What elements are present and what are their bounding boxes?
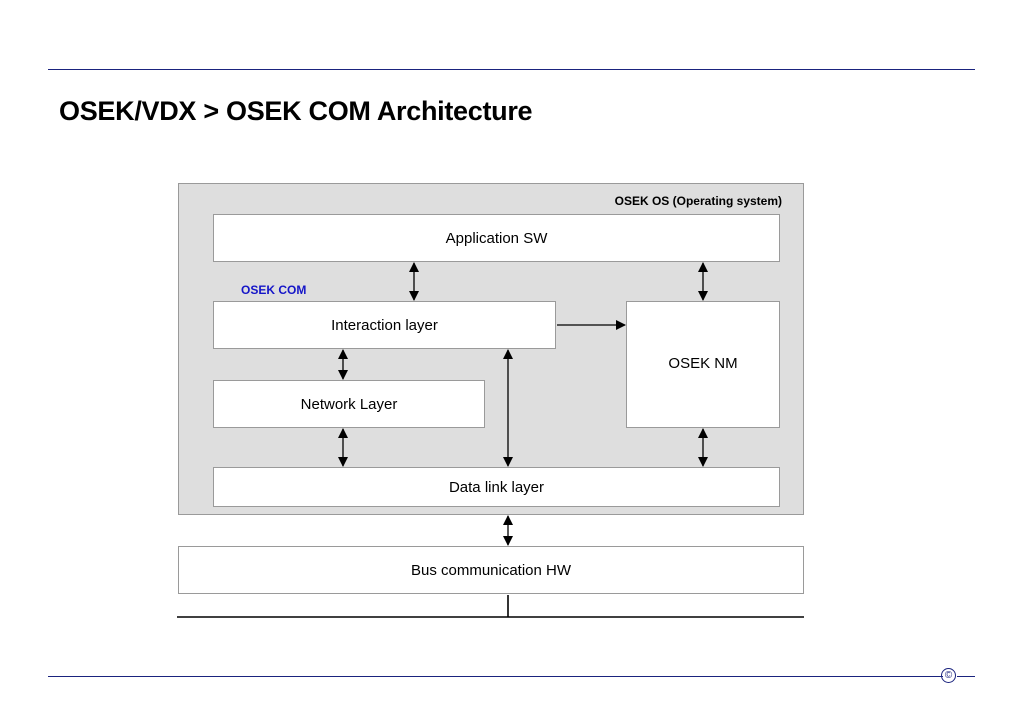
bottom-rule-tail <box>957 676 975 677</box>
bottom-rule <box>48 676 943 677</box>
top-rule <box>48 69 975 70</box>
osek-os-label: OSEK OS (Operating system) <box>614 194 782 208</box>
osek-nm-label: OSEK NM <box>668 355 738 372</box>
osek-nm-block: OSEK NM <box>626 301 780 428</box>
interaction-layer-label: Interaction layer <box>331 316 438 334</box>
slide-title: OSEK/VDX > OSEK COM Architecture <box>59 96 533 126</box>
copyright-icon: © <box>941 668 956 683</box>
bus-communication-hw-label: Bus communication HW <box>410 561 572 579</box>
data-link-layer-label: Data link layer <box>448 478 545 496</box>
application-sw-label: Application SW <box>445 229 548 247</box>
osek-com-label: OSEK COM <box>241 283 307 297</box>
data-link-layer-block: Data link layer <box>213 467 780 507</box>
network-layer-label: Network Layer <box>300 395 398 413</box>
network-layer-block: Network Layer <box>213 380 485 428</box>
interaction-layer-block: Interaction layer <box>213 301 556 349</box>
bus-communication-hw-block: Bus communication HW <box>178 546 804 594</box>
application-sw-block: Application SW <box>213 214 780 262</box>
